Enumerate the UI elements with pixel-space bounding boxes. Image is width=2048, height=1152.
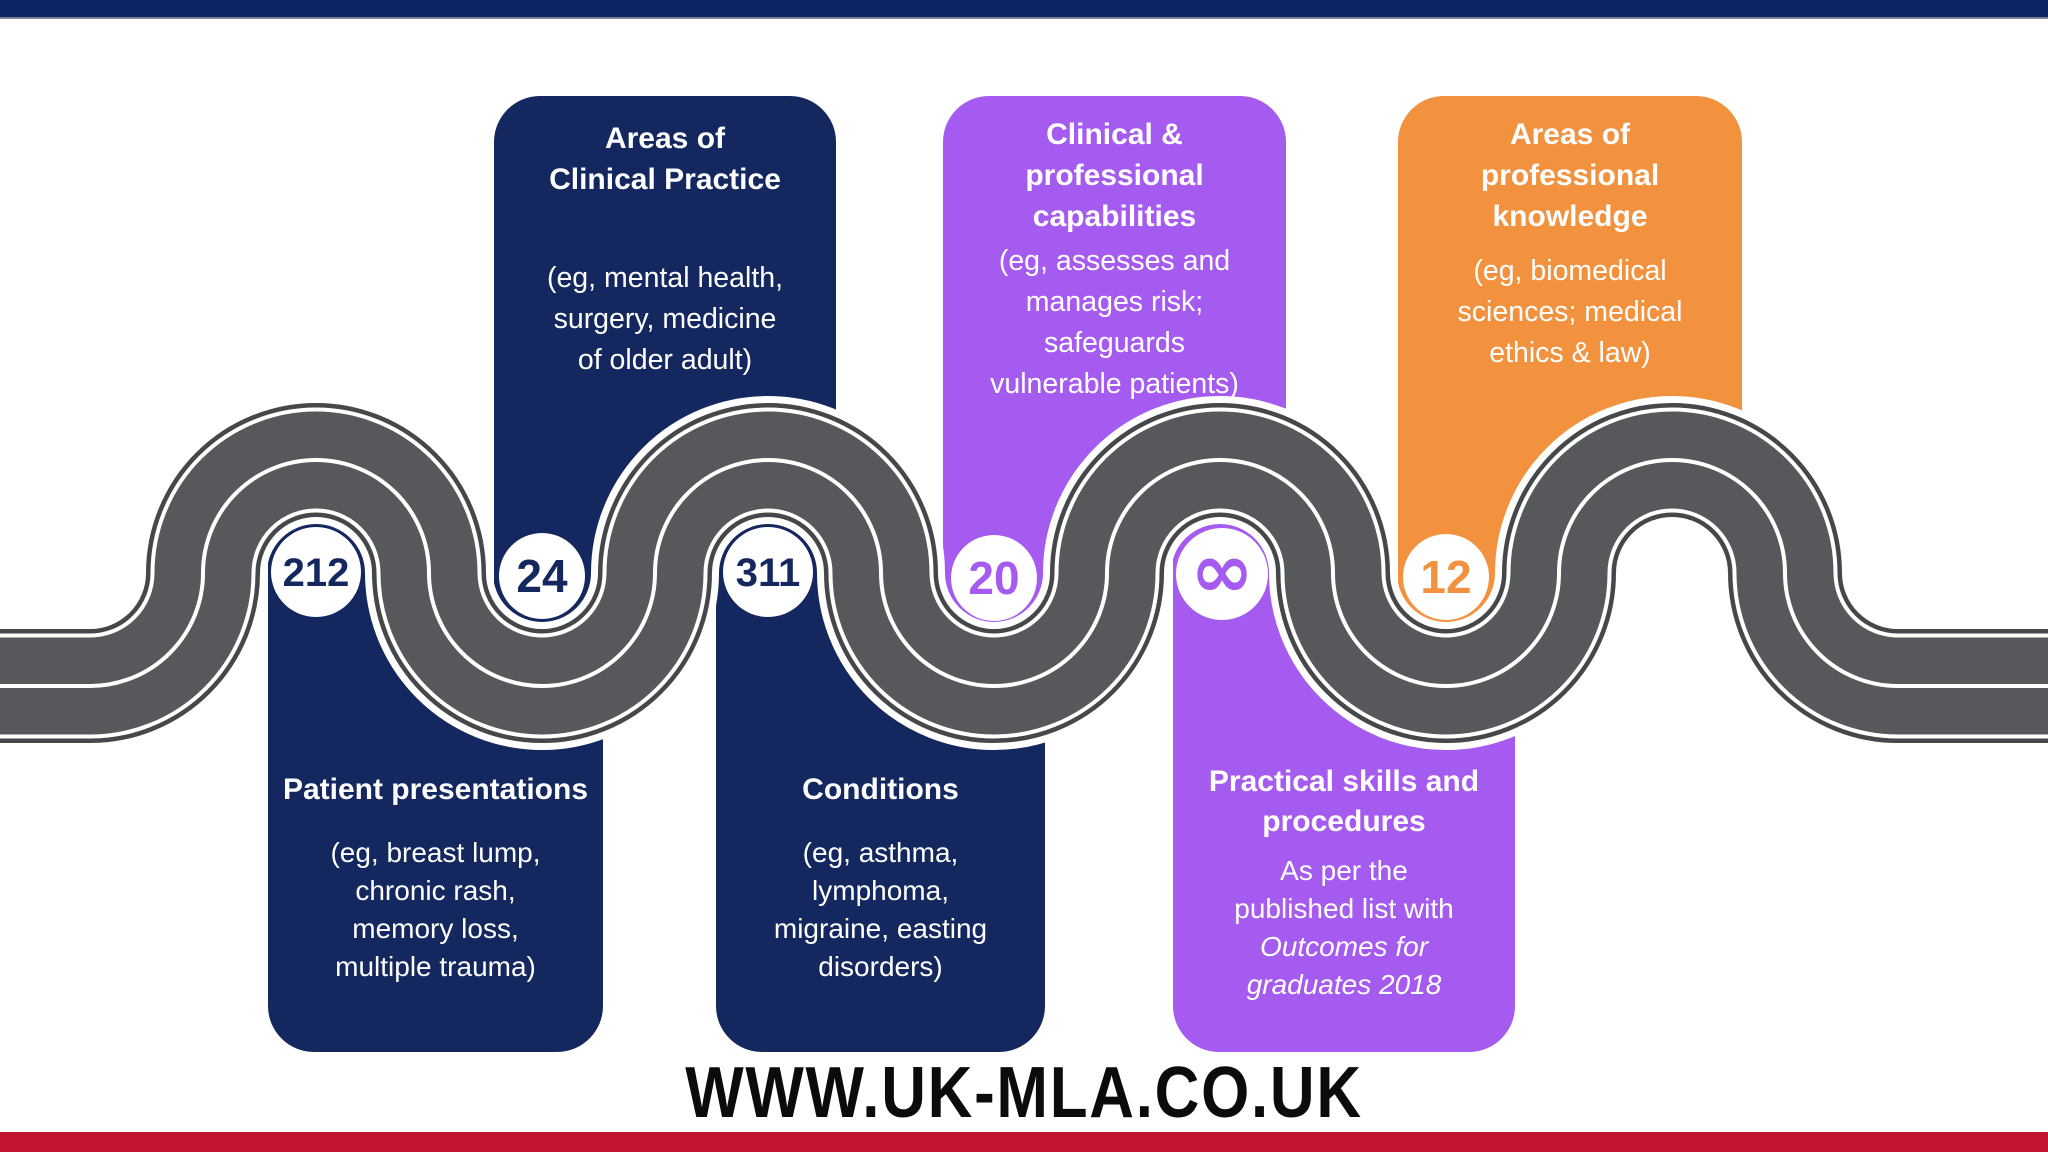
badge-circle-311: [723, 527, 813, 617]
badge-circle-infinity: [1176, 528, 1268, 620]
badge-circle-212: [271, 527, 361, 617]
website-url: WWW.UK-MLA.CO.UK: [685, 1053, 1363, 1133]
top-bar: [0, 0, 2048, 19]
road-center-line: [0, 458, 2048, 688]
bottom-bar: [0, 1132, 2048, 1152]
badge-value-212: 212: [283, 551, 350, 595]
badge-circle-20: [951, 535, 1037, 621]
winding-road: [0, 396, 2048, 750]
badge-value-311: 311: [736, 551, 801, 595]
badge-value-24: 24: [516, 550, 568, 602]
milestone-badges: 212 24 311 20 ∞ 12: [271, 526, 1489, 621]
infinity-icon: ∞: [1190, 526, 1253, 615]
badge-circle-24: [499, 533, 585, 619]
badge-circle-12: [1403, 534, 1489, 620]
badge-value-20: 20: [968, 552, 1019, 604]
badge-value-12: 12: [1420, 551, 1471, 603]
